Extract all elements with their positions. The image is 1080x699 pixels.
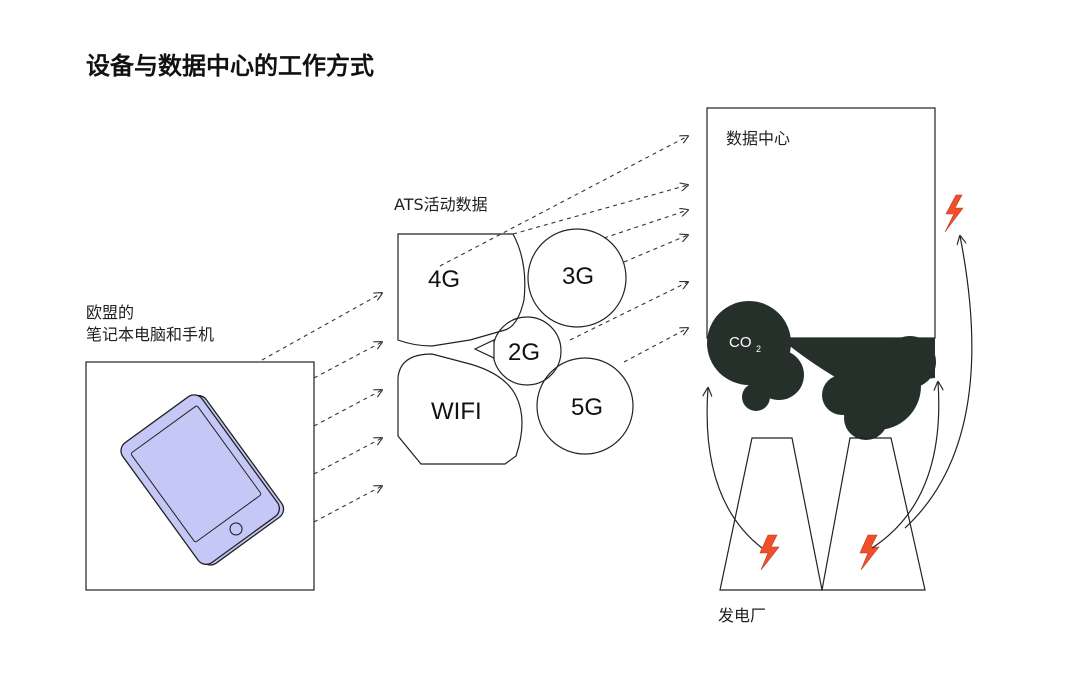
powerplant-label: 发电厂 — [718, 606, 766, 625]
lightning-icon — [944, 194, 964, 233]
energy-arrows — [707, 236, 973, 549]
node-4g: 4G — [428, 266, 460, 293]
phone-icon — [120, 394, 285, 566]
devices-label-line2: 笔记本电脑和手机 — [86, 325, 214, 344]
network-cloud — [397, 228, 634, 465]
node-wifi: WIFI — [431, 398, 482, 425]
arrows-device-to-network — [261, 293, 382, 523]
page-title: 设备与数据中心的工作方式 — [86, 52, 374, 80]
datacenter-label: 数据中心 — [726, 129, 790, 148]
power-plant — [719, 437, 926, 591]
co2-label: CO — [729, 334, 752, 351]
devices-box — [85, 361, 315, 591]
lightning-icon — [759, 534, 780, 571]
node-5g: 5G — [571, 394, 603, 421]
network-label: ATS活动数据 — [394, 195, 488, 214]
co2-smoke — [707, 301, 936, 440]
co2-subscript: 2 — [756, 344, 761, 354]
devices-label-line1: 欧盟的 — [86, 303, 134, 322]
node-3g: 3G — [562, 263, 594, 290]
lightning-icon — [859, 534, 880, 571]
node-2g: 2G — [508, 339, 540, 366]
arrows-network-to-datacenter — [439, 136, 688, 363]
